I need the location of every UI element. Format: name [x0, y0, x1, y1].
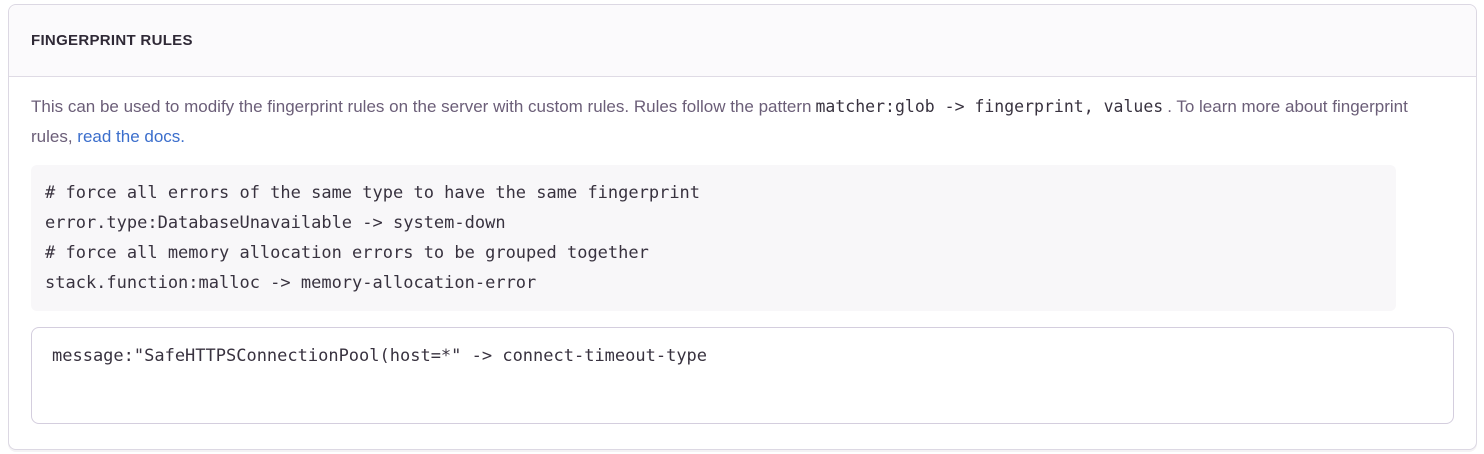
panel-title: FINGERPRINT RULES — [31, 32, 193, 49]
example-rules-code-block: # force all errors of the same type to h… — [31, 165, 1396, 311]
description-text-after: . To learn more about fingerprint rules, — [31, 97, 1408, 146]
fingerprint-rules-panel: FINGERPRINT RULES This can be used to mo… — [8, 4, 1477, 450]
panel-body: This can be used to modify the fingerpri… — [9, 77, 1476, 449]
panel-header: FINGERPRINT RULES — [9, 5, 1476, 77]
fingerprint-rules-textarea[interactable]: message:"SafeHTTPSConnectionPool(host=*"… — [31, 327, 1454, 424]
description-text-before: This can be used to modify the fingerpri… — [31, 97, 812, 116]
pattern-inline-code: matcher:glob -> fingerprint, values — [815, 97, 1164, 116]
read-the-docs-link[interactable]: read the docs. — [77, 127, 186, 146]
description: This can be used to modify the fingerpri… — [31, 92, 1454, 152]
